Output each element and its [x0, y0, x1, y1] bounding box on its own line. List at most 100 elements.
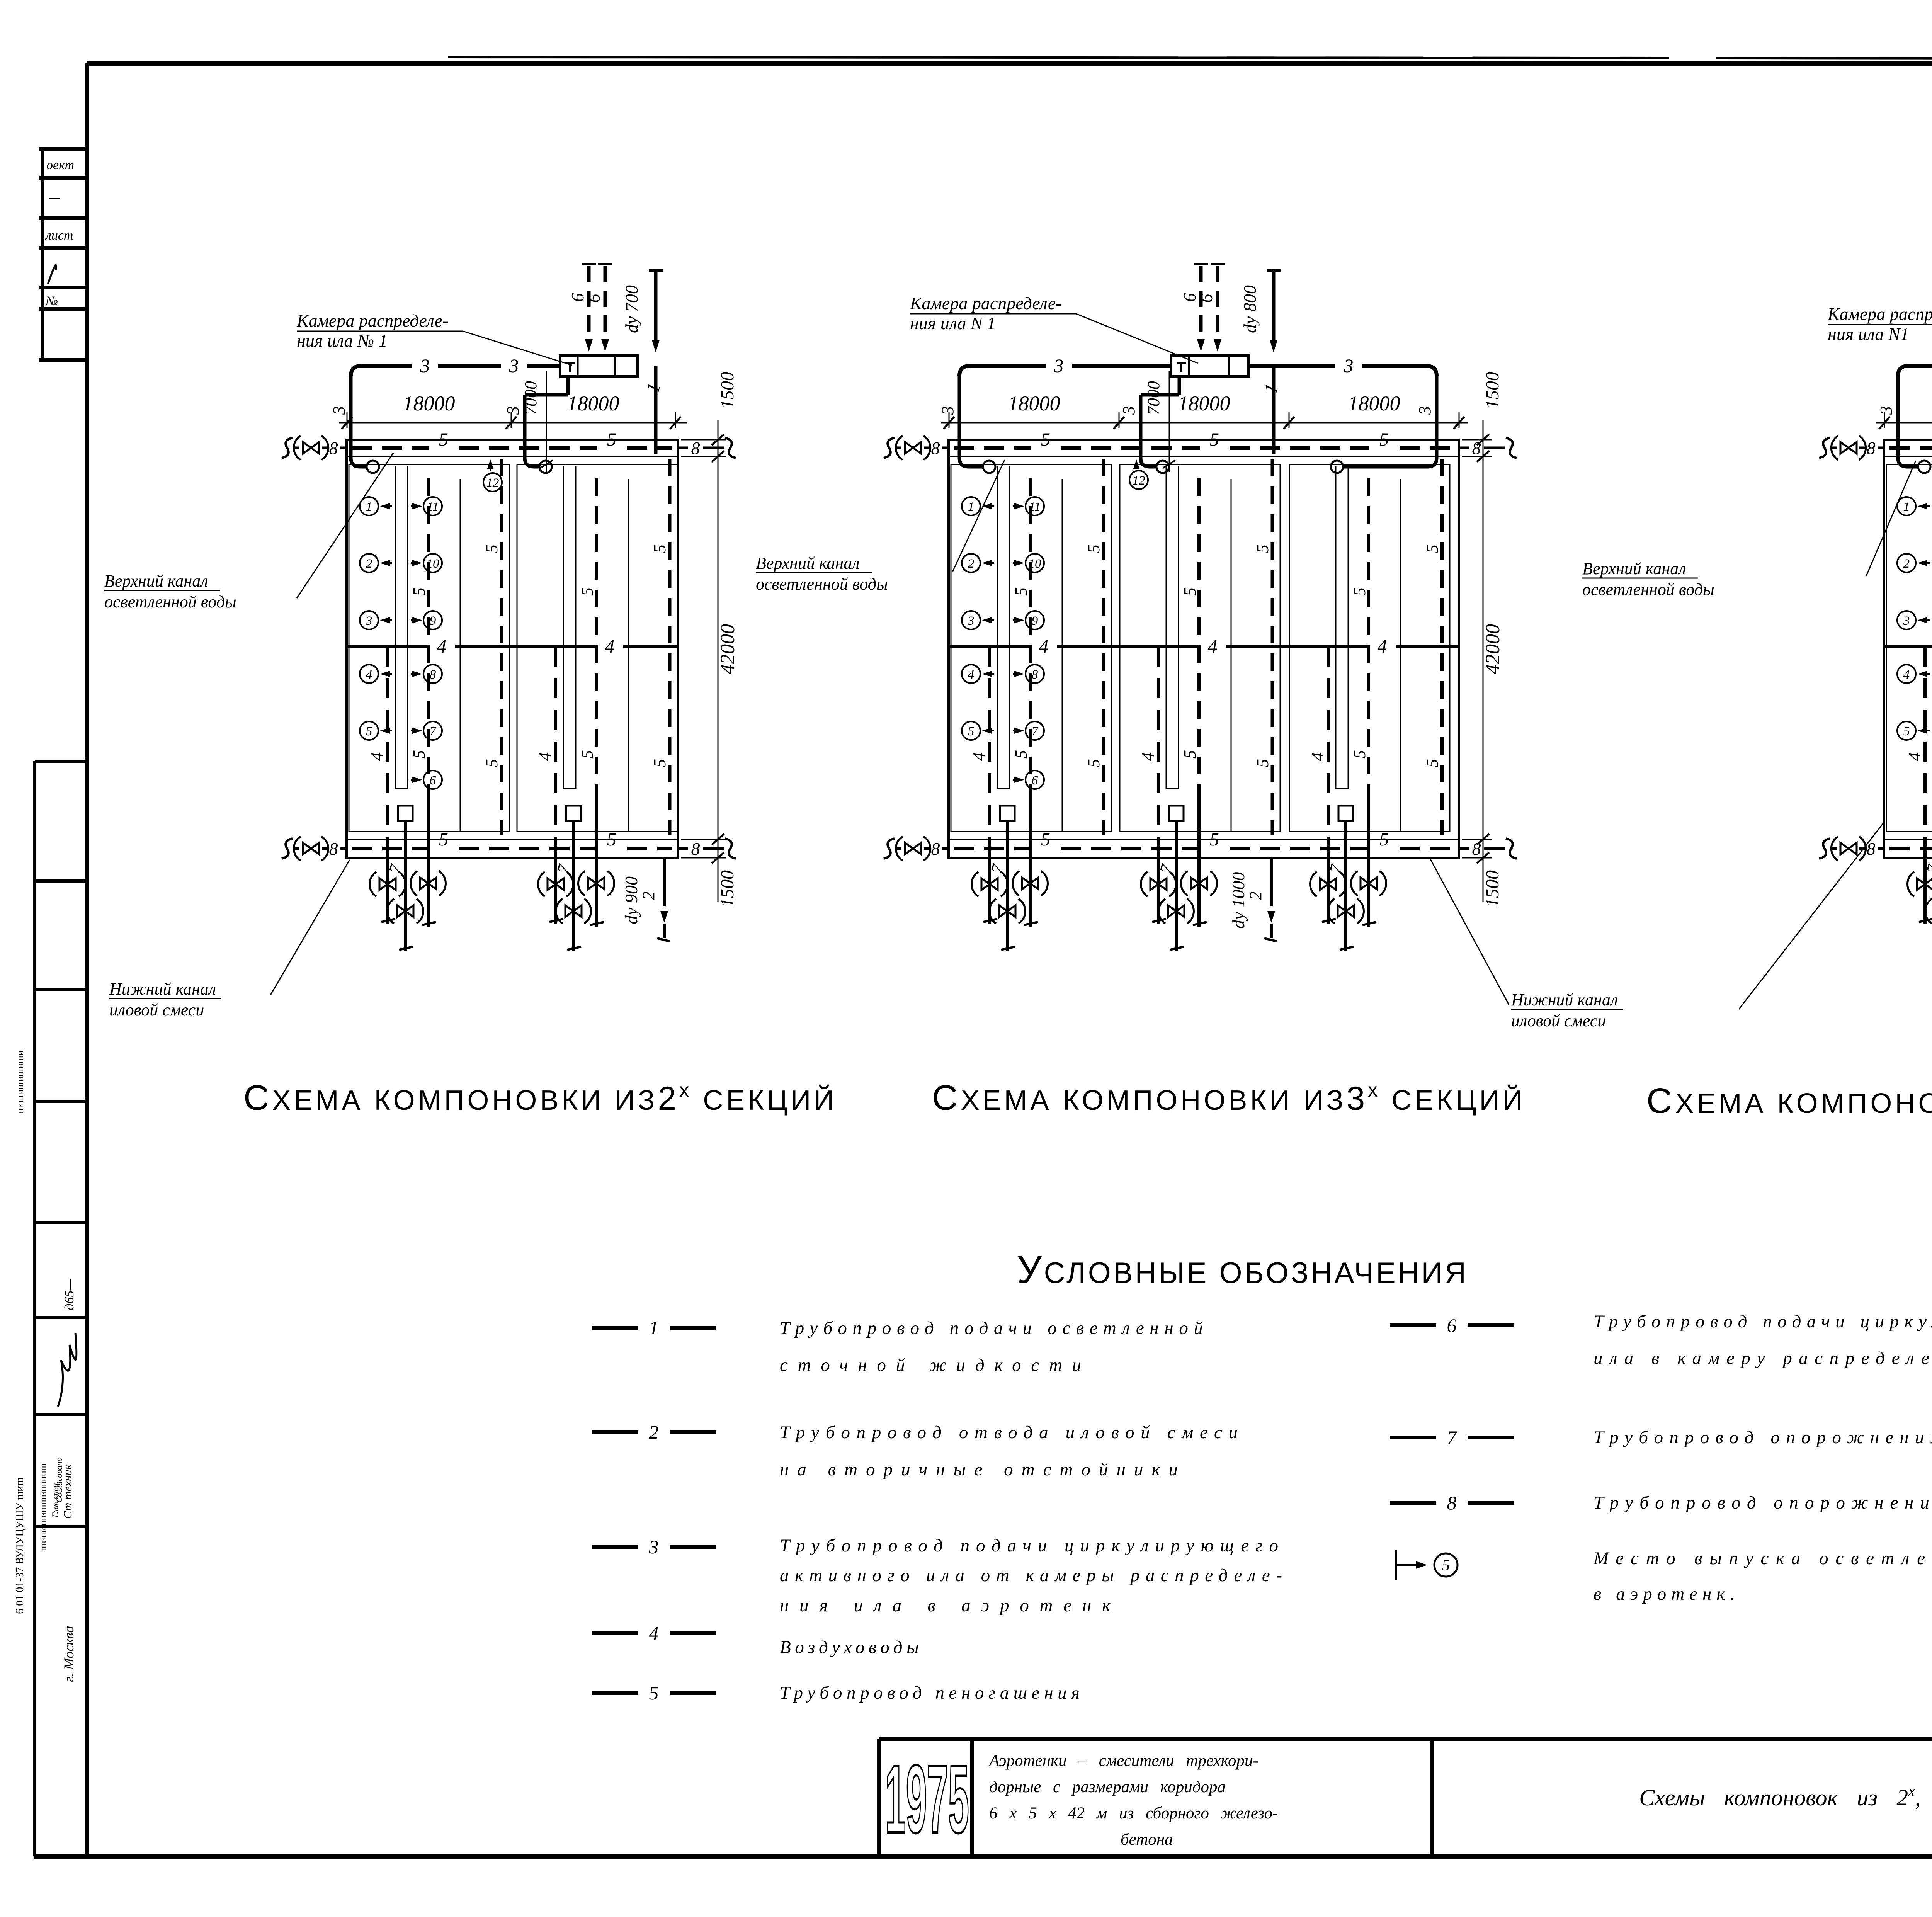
svg-text:пишишишиши: пишишишиши [14, 1050, 26, 1114]
svg-text:6: 6 [1180, 293, 1199, 302]
svg-text:8: 8 [1472, 438, 1481, 458]
svg-text:Глав.спец.: Глав.спец. [50, 1481, 60, 1518]
svg-text:4: 4 [1208, 635, 1218, 657]
svg-text:в аэротенк.: в аэротенк. [1594, 1584, 1735, 1604]
svg-text:5: 5 [1012, 587, 1031, 596]
svg-text:5: 5 [1084, 544, 1103, 553]
svg-text:dy 700: dy 700 [622, 285, 641, 333]
svg-text:2: 2 [639, 891, 658, 900]
svg-text:Верхний канал: Верхний канал [756, 554, 859, 573]
svg-text:18000: 18000 [403, 392, 455, 415]
svg-text:10: 10 [427, 557, 440, 571]
svg-text:5: 5 [1903, 725, 1910, 738]
svg-text:4: 4 [649, 1622, 659, 1644]
svg-text:5: 5 [1423, 544, 1442, 553]
svg-text:1500: 1500 [717, 870, 738, 907]
svg-text:1: 1 [968, 500, 975, 514]
svg-text:8: 8 [329, 839, 338, 859]
svg-text:8: 8 [931, 839, 940, 859]
svg-text:1: 1 [366, 500, 372, 514]
svg-text:8: 8 [691, 438, 700, 458]
svg-text:5: 5 [410, 587, 429, 596]
svg-text:5: 5 [607, 429, 616, 450]
svg-text:2: 2 [1246, 891, 1265, 900]
svg-text:5: 5 [1350, 587, 1369, 596]
svg-text:8: 8 [329, 438, 338, 458]
svg-text:6: 6 [584, 294, 604, 303]
svg-text:Верхний канал: Верхний канал [104, 572, 208, 590]
svg-text:9: 9 [430, 614, 436, 628]
svg-text:3: 3 [509, 355, 519, 376]
svg-text:5: 5 [650, 544, 669, 553]
svg-text:1: 1 [649, 1317, 659, 1339]
svg-text:5: 5 [968, 725, 975, 738]
svg-text:6: 6 [568, 293, 587, 302]
svg-text:5: 5 [1180, 750, 1199, 759]
svg-text:шишешишшишшиш: шишешишшишшиш [37, 1463, 49, 1551]
svg-text:4: 4 [1905, 752, 1924, 761]
svg-text:dy 800: dy 800 [1240, 285, 1260, 333]
svg-text:активного ила от камеры распре: активного ила от камеры распределе- [780, 1565, 1282, 1585]
svg-text:5: 5 [1012, 750, 1031, 759]
svg-text:Аэротенки – смесители трех: Аэротенки – смесители трехкори- [988, 1752, 1259, 1770]
svg-text:6 01 01-37 ВУЛУЦУШУ шиш: 6 01 01-37 ВУЛУЦУШУ шиш [14, 1477, 26, 1614]
svg-text:ния ила N 1: ния ила N 1 [910, 313, 996, 333]
svg-text:г. Москва: г. Москва [61, 1626, 77, 1682]
svg-text:сточной жидкости: сточной жидкости [780, 1355, 1081, 1375]
svg-text:8: 8 [691, 839, 700, 859]
svg-text:1500: 1500 [1482, 372, 1503, 409]
svg-text:18000: 18000 [567, 392, 619, 415]
svg-text:18000: 18000 [1348, 392, 1400, 415]
svg-text:5: 5 [1379, 429, 1389, 450]
svg-text:42000: 42000 [1482, 624, 1504, 674]
svg-text:4: 4 [1138, 752, 1158, 761]
svg-text:9: 9 [1032, 614, 1038, 628]
svg-text:д65—: д65— [62, 1279, 77, 1310]
svg-text:11: 11 [1029, 500, 1041, 514]
svg-text:Нижний канал: Нижний канал [1511, 990, 1618, 1009]
svg-text:4: 4 [1308, 752, 1327, 761]
svg-text:8: 8 [1032, 668, 1038, 682]
svg-text:№: № [45, 294, 58, 308]
svg-text:3: 3 [649, 1536, 659, 1558]
svg-text:Воздуховоды: Воздуховоды [780, 1637, 919, 1657]
svg-text:4: 4 [605, 635, 615, 657]
svg-text:42000: 42000 [717, 624, 739, 674]
svg-text:3: 3 [1877, 406, 1896, 415]
svg-text:dy 1000: dy 1000 [1228, 872, 1248, 929]
svg-text:Схемы компоновок из 2х,: Схемы компоновок из 2х, 3х и 4х секций. [1639, 1782, 1932, 1810]
svg-text:иловой смеси: иловой смеси [109, 1000, 204, 1019]
svg-text:5: 5 [439, 829, 448, 850]
svg-text:18000: 18000 [1008, 392, 1060, 415]
svg-text:2: 2 [649, 1421, 659, 1443]
svg-text:1: 1 [1903, 500, 1910, 514]
svg-text:5: 5 [1084, 759, 1103, 767]
svg-text:Трубопровод отвода иловой смес: Трубопровод отвода иловой смеси [780, 1422, 1238, 1442]
svg-text:6: 6 [1032, 774, 1038, 788]
svg-text:11: 11 [427, 500, 439, 514]
svg-text:5: 5 [1423, 759, 1442, 767]
svg-text:Камера распределе-: Камера распределе- [910, 293, 1062, 313]
svg-text:12: 12 [1133, 474, 1145, 488]
svg-text:7: 7 [1447, 1427, 1458, 1448]
svg-text:Трубопровод подачи циркулирующ: Трубопровод подачи циркулирующего активн… [1594, 1311, 1932, 1332]
svg-text:5: 5 [1379, 829, 1389, 850]
svg-text:Ст техник: Ст техник [61, 1464, 74, 1519]
svg-text:Трубопровод пеногашения: Трубопровод пеногашения [780, 1683, 1080, 1703]
svg-text:5: 5 [1041, 429, 1050, 450]
svg-text:бетона: бетона [1121, 1830, 1173, 1849]
svg-text:4: 4 [1378, 635, 1387, 657]
svg-text:3: 3 [330, 406, 349, 415]
svg-text:18000: 18000 [1178, 392, 1230, 415]
svg-text:4: 4 [1903, 668, 1910, 682]
svg-text:2: 2 [1903, 557, 1910, 571]
svg-text:2: 2 [366, 557, 372, 571]
svg-text:5: 5 [1041, 829, 1050, 850]
svg-text:2: 2 [968, 557, 975, 571]
svg-text:1500: 1500 [1482, 870, 1503, 907]
svg-text:ила в камеру распределения ила: ила в камеру распределения ила [1594, 1348, 1932, 1368]
svg-text:Камера распределе-: Камера распределе- [1827, 304, 1932, 324]
svg-text:ния ила № 1: ния ила № 1 [297, 331, 388, 350]
svg-text:5: 5 [1210, 429, 1219, 450]
